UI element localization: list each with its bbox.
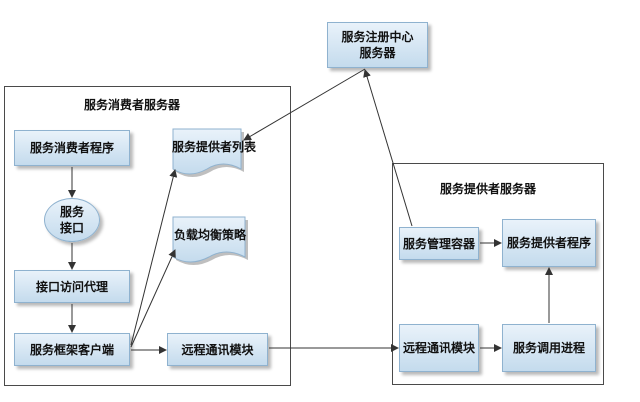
consumer-remote-module-label: 远程通讯模块 bbox=[181, 342, 254, 357]
invoke-process-label: 服务调用进程 bbox=[512, 341, 585, 355]
registry-label-line1: 服务注册中心 bbox=[341, 30, 414, 44]
provider-list-document: 服务提供者列表 bbox=[172, 128, 257, 180]
service-interface-node: 服务 接口 bbox=[44, 198, 100, 242]
consumer-program-node: 服务消费者程序 bbox=[14, 130, 130, 166]
consumer-program-label: 服务消费者程序 bbox=[29, 141, 114, 155]
load-balance-label: 负载均衡策略 bbox=[173, 228, 246, 242]
invoke-process-node: 服务调用进程 bbox=[502, 324, 596, 372]
provider-list-label: 服务提供者列表 bbox=[172, 140, 257, 154]
consumer-server-title: 服务消费者服务器 bbox=[84, 98, 181, 112]
interface-proxy-label: 接口访问代理 bbox=[35, 279, 108, 294]
service-interface-line1: 服务 bbox=[59, 205, 84, 219]
registry-server-node: 服务注册中心 服务器 bbox=[327, 22, 428, 68]
provider-program-label: 服务提供者程序 bbox=[506, 236, 591, 250]
framework-client-node: 服务框架客户端 bbox=[14, 333, 130, 366]
provider-remote-module-node: 远程通讯模块 bbox=[399, 324, 479, 372]
provider-server-title: 服务提供者服务器 bbox=[440, 182, 537, 196]
service-manager-label: 服务管理容器 bbox=[402, 236, 475, 251]
provider-list-shape bbox=[172, 128, 244, 177]
service-interface-line2: 接口 bbox=[59, 221, 84, 235]
load-balance-document: 负载均衡策略 bbox=[172, 216, 248, 268]
consumer-remote-module-node: 远程通讯模块 bbox=[167, 333, 268, 366]
registry-label-line2: 服务器 bbox=[359, 46, 396, 60]
load-balance-shape bbox=[172, 216, 248, 265]
provider-remote-module-label: 远程通讯模块 bbox=[402, 341, 475, 355]
provider-program-node: 服务提供者程序 bbox=[502, 219, 596, 267]
interface-proxy-node: 接口访问代理 bbox=[14, 270, 130, 303]
framework-client-label: 服务框架客户端 bbox=[29, 342, 114, 357]
service-manager-node: 服务管理容器 bbox=[399, 227, 479, 260]
